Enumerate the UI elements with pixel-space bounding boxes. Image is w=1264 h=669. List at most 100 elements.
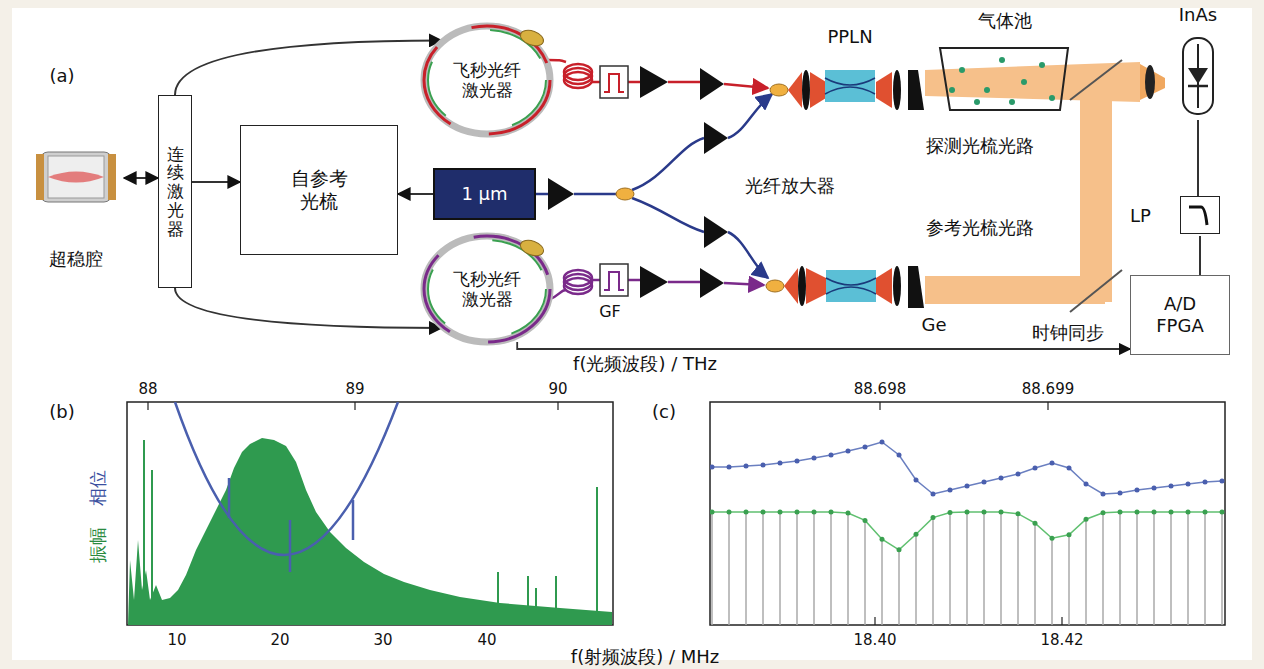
node-box2: A/D FPGA [1130, 275, 1230, 355]
spectral-stem [728, 512, 730, 625]
shape [424, 236, 550, 342]
spectral-stem [1000, 512, 1002, 625]
text-label: 18.40 [854, 632, 897, 649]
text-label: 88.699 [1022, 381, 1075, 398]
phase-point [965, 484, 970, 489]
spectral-stem [830, 512, 832, 625]
gas-molecule [999, 57, 1005, 63]
amplitude-point [744, 510, 749, 515]
text-label: 88 [138, 381, 157, 398]
spectral-stem [966, 512, 968, 625]
amplitude-point [880, 537, 885, 542]
amplitude-point [965, 510, 970, 515]
text-label: 参考光梳光路 [926, 218, 1034, 238]
text-label: 30 [373, 632, 392, 649]
connector [192, 181, 240, 183]
amplitude-point [1016, 511, 1021, 516]
node-label: 连续激光器 [167, 145, 184, 238]
amplitude-point [1067, 532, 1072, 537]
shape [424, 236, 550, 342]
connector [398, 193, 433, 195]
amplitude-point [1152, 510, 1157, 515]
text-label: Ge [921, 315, 946, 335]
node-label: 自参考 光梳 [288, 167, 351, 213]
phase-point [1016, 472, 1021, 477]
shape [424, 26, 550, 134]
amplitude-point [812, 510, 817, 515]
phase-point [1067, 466, 1072, 471]
amplitude-point [982, 510, 987, 515]
gas-molecule [959, 67, 965, 73]
connector [175, 288, 442, 328]
shape [825, 70, 875, 102]
text-label: 10 [167, 632, 186, 649]
amplitude-point [761, 510, 766, 515]
node-vbox: 连续激光器 [158, 95, 192, 288]
spectral-stem [1119, 512, 1121, 625]
amplitude-point [710, 510, 715, 515]
phase-point [999, 476, 1004, 481]
amplitude-point [778, 510, 783, 515]
phase-point [948, 488, 953, 493]
shape [940, 48, 1068, 110]
text-label: f(光频波段) / THz [573, 354, 717, 374]
amplitude-point [1169, 510, 1174, 515]
phase-point [914, 478, 919, 483]
amplitude-point [1135, 510, 1140, 515]
amplitude-point [914, 532, 919, 537]
gas-molecule [1009, 99, 1015, 105]
phase-point [795, 459, 800, 464]
node-ring2: 飞秒光纤 激光器 [420, 230, 555, 348]
shape [1189, 207, 1207, 225]
amplitude-point [863, 518, 868, 523]
node-label: 1 μm [461, 183, 507, 205]
connector [1199, 236, 1201, 275]
amplitude-point [727, 510, 732, 515]
spectral-stem [1153, 512, 1155, 625]
shape [428, 30, 546, 130]
node-det: InAs [1165, 4, 1231, 120]
amplitude-point [1050, 536, 1055, 541]
node-lp: LP [1130, 196, 1220, 236]
phase-point [1203, 480, 1208, 485]
spectral-stem [1136, 512, 1138, 625]
spectral-stem [1017, 514, 1019, 625]
text-label: GF [599, 303, 621, 321]
text-label: 18.42 [1041, 632, 1084, 649]
amplitude-point [948, 510, 953, 515]
text-label: 20 [270, 632, 289, 649]
phase-point [778, 461, 783, 466]
gas-molecule [1021, 79, 1027, 85]
node-label: 飞秒光纤 激光器 [452, 269, 523, 310]
amplitude-point [931, 515, 936, 520]
spectral-stem [983, 512, 985, 625]
spectral-stem [915, 534, 917, 625]
node-label: 气体池 [978, 10, 1032, 32]
node-ppln: PPLN [818, 26, 882, 104]
shape [428, 240, 546, 338]
amplitude-point [1203, 510, 1208, 515]
node-ring: 飞秒光纤 激光器 [420, 20, 555, 140]
spectral-stem [864, 520, 866, 625]
phase-point [1084, 482, 1089, 487]
shape [48, 156, 104, 198]
amplitude-point [829, 510, 834, 515]
spectral-stem [1204, 512, 1206, 625]
phase-point [1033, 466, 1038, 471]
shape [518, 237, 545, 258]
spectral-stem [898, 550, 900, 625]
phase-point [931, 492, 936, 497]
amplitude-point [999, 510, 1004, 515]
gas-molecule [949, 87, 955, 93]
text-label: 光纤放大器 [745, 176, 835, 196]
gas-molecule [984, 87, 990, 93]
text-label: 40 [477, 632, 496, 649]
phase-point [761, 463, 766, 468]
connector [1197, 120, 1199, 196]
shape [48, 172, 104, 183]
amplitude-point [897, 547, 902, 552]
amplitude-point [1101, 510, 1106, 515]
node-label: LP [1130, 205, 1151, 227]
shape [108, 154, 116, 200]
phase-point [1118, 491, 1123, 496]
